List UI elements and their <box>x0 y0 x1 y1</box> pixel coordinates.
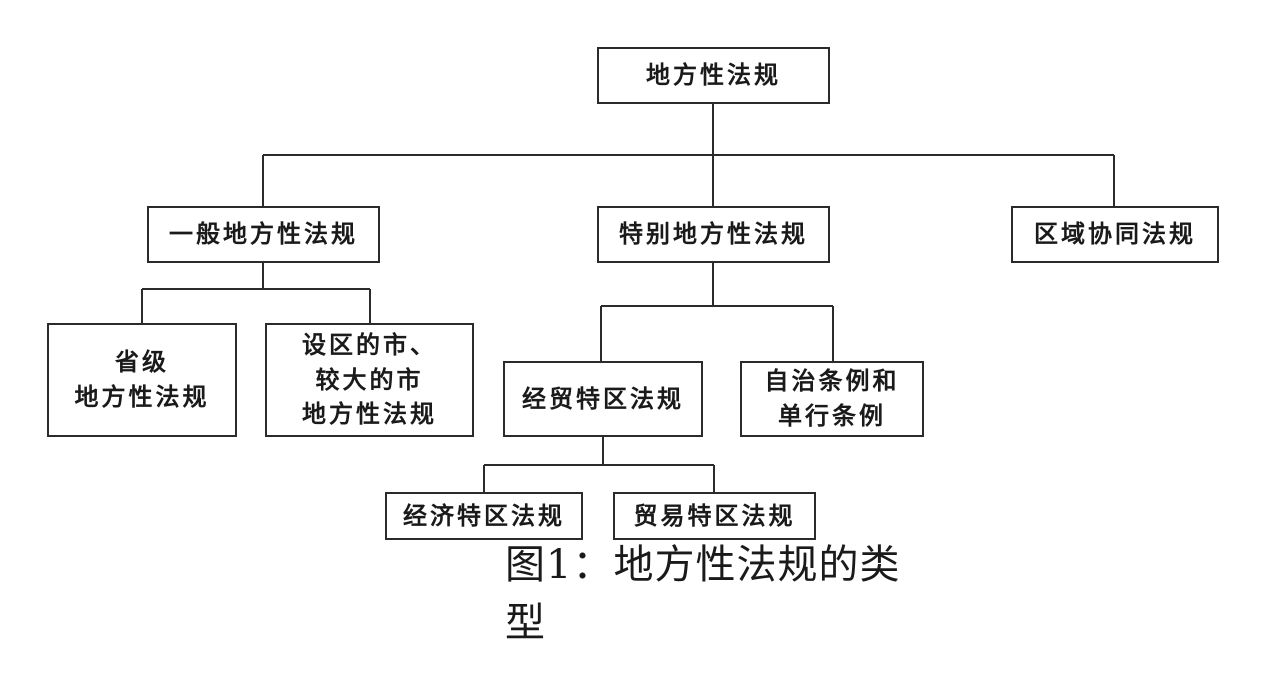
node-regional-label: 区域协同法规 <box>1034 219 1196 249</box>
node-econ-trade-zone: 经贸特区法规 <box>503 361 703 437</box>
node-econ-zone: 经济特区法规 <box>385 492 583 540</box>
node-general-label: 一般地方性法规 <box>169 219 358 249</box>
node-trade-zone: 贸易特区法规 <box>613 492 816 540</box>
node-root-label: 地方性法规 <box>646 60 781 90</box>
node-special: 特别地方性法规 <box>597 206 830 263</box>
node-general: 一般地方性法规 <box>147 206 380 263</box>
node-root: 地方性法规 <box>597 47 830 104</box>
node-city: 设区的市、 较大的市 地方性法规 <box>265 323 474 437</box>
node-regional: 区域协同法规 <box>1011 206 1219 263</box>
node-trade-zone-label: 贸易特区法规 <box>633 500 796 530</box>
node-city-label: 设区的市、 较大的市 地方性法规 <box>302 329 437 429</box>
node-econ-zone-label: 经济特区法规 <box>403 500 565 530</box>
node-autonomous-label: 自治条例和 单行条例 <box>764 366 900 430</box>
node-econ-trade-zone-label: 经贸特区法规 <box>522 383 684 413</box>
node-special-label: 特别地方性法规 <box>619 219 808 249</box>
node-autonomous: 自治条例和 单行条例 <box>740 361 924 437</box>
figure-caption: 图1：地方性法规的类型 <box>505 542 901 646</box>
node-provincial: 省级 地方性法规 <box>47 323 237 437</box>
node-provincial-label: 省级 地方性法规 <box>74 347 210 411</box>
